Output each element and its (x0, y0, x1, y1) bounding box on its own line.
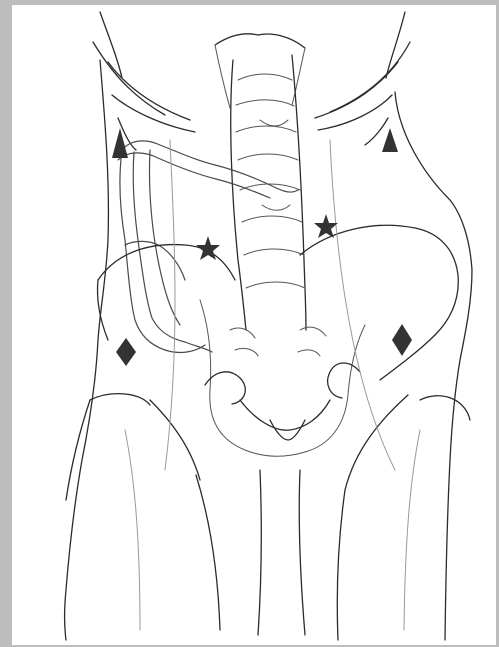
diamond-marker-left-lower (392, 324, 412, 356)
triangle-marker-left-upper (382, 128, 398, 152)
spine (231, 55, 306, 330)
ribcage (93, 12, 410, 150)
markers (112, 128, 412, 366)
legs (66, 140, 470, 640)
diamond-marker-right-lower (116, 338, 136, 366)
triangle-marker-right-upper (112, 128, 128, 158)
